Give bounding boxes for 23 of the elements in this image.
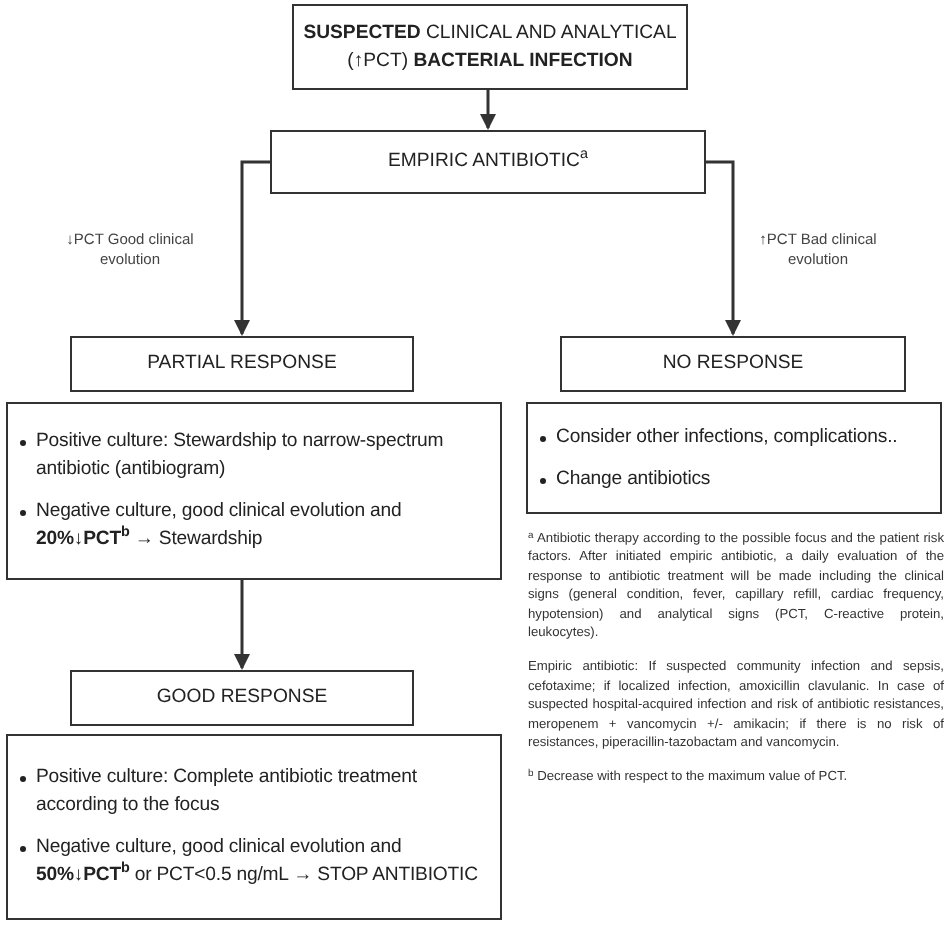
- arrow: [234, 580, 250, 670]
- box-title: EMPIRIC ANTIBIOTIC$^{a}$: [388, 148, 588, 176]
- bullet-text: Negative culture, good clinical evolution and 50%↓PCT$^{b}$ or PCT<0.5 ng/mL → STOP ANTIBIOTIC: [36, 834, 480, 890]
- process-box: [70, 670, 414, 726]
- process-box: [270, 130, 706, 194]
- process-box: [292, 4, 688, 90]
- arrow: [234, 160, 270, 336]
- process-box: [70, 336, 414, 392]
- box-title: SUSPECTED CLINICAL AND ANALYTICAL (↑PCT) BACTERIAL INFECTION: [302, 19, 678, 75]
- bullet-text: Change antibiotics: [556, 465, 711, 493]
- arrow: [706, 160, 741, 336]
- box-title: GOOD RESPONSE: [156, 684, 328, 712]
- bullet-text: Negative culture, good clinical evolution and 20%↓PCT$^{b}$ → Stewardship: [36, 498, 404, 554]
- bullet-text: Positive culture: Complete antibiotic treatment according to the focus: [36, 764, 419, 820]
- process-box: [560, 336, 906, 392]
- bullet-text: Consider other infections, complications..: [556, 423, 898, 451]
- bullet-text: Positive culture: Stewardship to narrow-spectrum antibiotic (antibiogram): [36, 428, 446, 484]
- info-box: [6, 734, 502, 920]
- info-box: [526, 402, 942, 514]
- box-title: NO RESPONSE: [662, 350, 804, 378]
- box-title: PARTIAL RESPONSE: [147, 350, 337, 378]
- arrow: [480, 90, 496, 130]
- info-box: [6, 402, 502, 580]
